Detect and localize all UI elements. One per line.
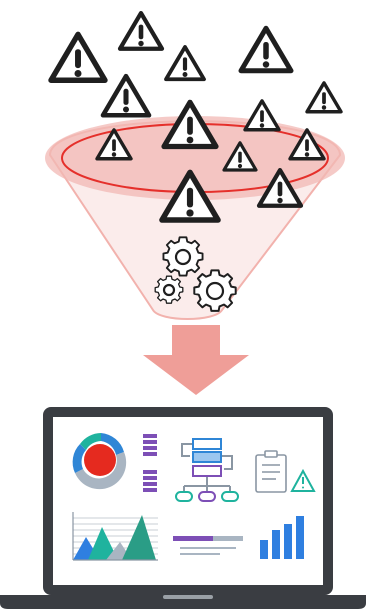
warning-icon (305, 81, 343, 114)
warning-icon (243, 99, 281, 132)
laptop-notch (163, 595, 213, 599)
warning-icon (164, 45, 206, 82)
area-chart-icon (72, 512, 158, 561)
warning-icon (51, 34, 105, 80)
donut-chart-icon (72, 433, 127, 490)
flowchart-icon (175, 438, 239, 502)
gear-icon (154, 275, 184, 304)
bar-chart-icon (260, 516, 304, 559)
clipboard-icon (255, 450, 316, 493)
gear-icon (162, 236, 204, 277)
list-icon (143, 434, 157, 492)
dashboard (72, 433, 316, 561)
laptop-icon (0, 407, 366, 609)
gear-icons (154, 236, 237, 312)
warning-icon (241, 28, 291, 71)
warning-icon (120, 13, 162, 49)
warning-icon (103, 76, 149, 115)
laptop-base (0, 595, 366, 609)
progress-bar-icon (173, 536, 243, 555)
gear-icon (193, 269, 237, 312)
down-arrow-icon (143, 325, 249, 395)
